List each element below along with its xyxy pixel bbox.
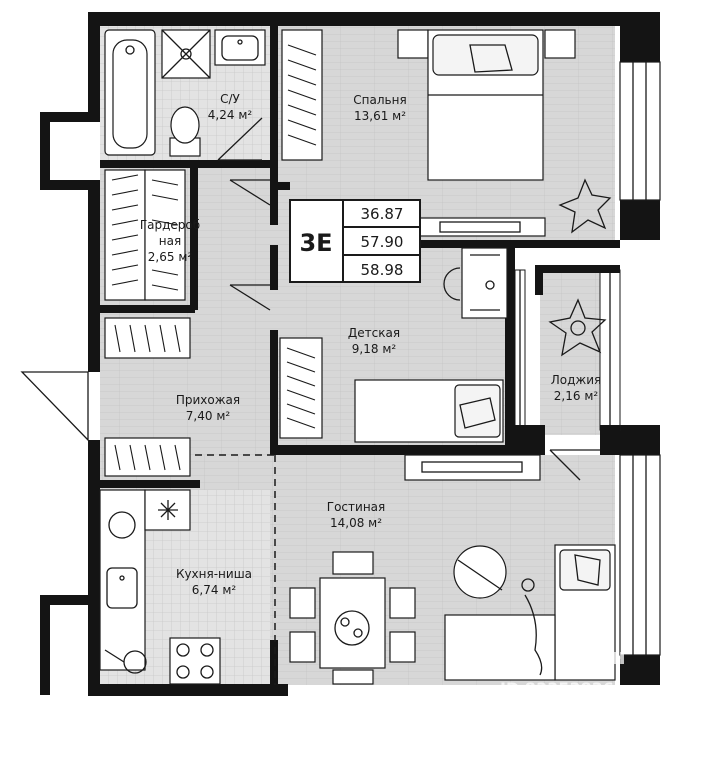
watermark: Циан ID 83353836 [500, 645, 626, 698]
hallway-name: Прихожая [176, 393, 240, 407]
room-labels: С/У 4,24 м² Спальня 13,61 м² Гардероб на… [140, 92, 601, 597]
wardrobe-racks [104, 29, 323, 477]
living-room-area: 14,08 м² [330, 516, 382, 530]
bedroom-furniture [397, 29, 612, 237]
bathroom-fixtures [104, 29, 266, 157]
loggia-name: Лоджия [551, 373, 602, 387]
kids-room-area: 9,18 м² [352, 342, 397, 356]
bathroom-name: С/У [220, 92, 240, 106]
watermark-id: ID 83353836 [500, 679, 614, 698]
bedroom-name: Спальня [353, 93, 406, 107]
loggia-area: 2,16 м² [554, 389, 599, 403]
living-room-name: Гостиная [327, 500, 385, 514]
area-total: 57.90 [361, 233, 404, 251]
hallway-area: 7,40 м² [186, 409, 231, 423]
wardrobe-name-2: ная [159, 234, 181, 248]
bedroom-area: 13,61 м² [354, 109, 406, 123]
kitchen-area: 6,74 м² [192, 583, 237, 597]
living-furniture [289, 454, 616, 685]
kitchen-name: Кухня-ниша [176, 567, 252, 581]
doors [20, 117, 600, 685]
bathroom-area: 4,24 м² [208, 108, 253, 122]
area-table: 3E 36.87 57.90 58.98 [289, 199, 421, 283]
loggia-plant [548, 298, 607, 357]
kids-room-furniture [354, 247, 508, 443]
area-with-loggia: 58.98 [361, 261, 404, 279]
watermark-brand: Циан [560, 645, 626, 670]
wardrobe-area: 2,65 м² [148, 250, 193, 264]
wardrobe-name-1: Гардероб [140, 218, 200, 232]
kitchen-furniture [99, 489, 221, 685]
area-living: 36.87 [361, 205, 404, 223]
kids-room-name: Детская [348, 326, 400, 340]
apartment-type: 3E [299, 229, 332, 257]
walls [40, 12, 661, 696]
